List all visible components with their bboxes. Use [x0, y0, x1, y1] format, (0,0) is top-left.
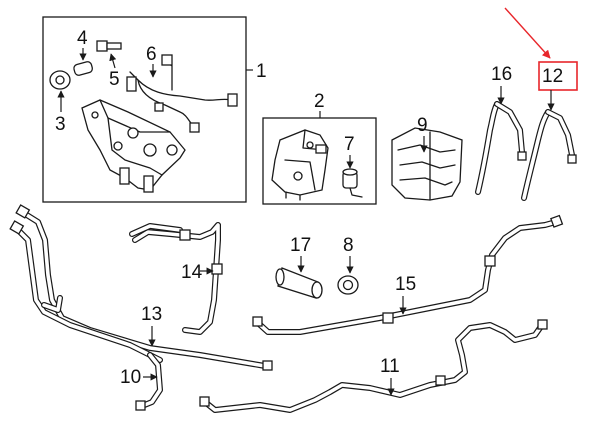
- part-7-sensor[interactable]: [342, 168, 363, 198]
- part-14-line[interactable]: [129, 222, 223, 335]
- label-3: 3: [55, 114, 66, 135]
- label-7: 7: [344, 134, 355, 155]
- part-17-filter[interactable]: [275, 267, 323, 299]
- part-15-line[interactable]: [252, 214, 564, 335]
- label-8: 8: [343, 235, 354, 256]
- label-14: 14: [181, 262, 203, 283]
- label-12: 12: [542, 66, 563, 87]
- label-6: 6: [146, 44, 157, 65]
- part-11-line[interactable]: [199, 319, 548, 413]
- part-10-line[interactable]: [135, 352, 163, 411]
- label-10: 10: [120, 367, 141, 388]
- valve-block[interactable]: [81, 99, 186, 193]
- part-2-pump-unit[interactable]: [271, 129, 329, 201]
- label-16: 16: [491, 64, 512, 85]
- label-5: 5: [109, 69, 120, 90]
- label-9: 9: [417, 115, 428, 136]
- part-12-pipe[interactable]: [521, 109, 577, 201]
- part-5-bolt[interactable]: [96, 40, 122, 52]
- label-2: 2: [314, 91, 325, 112]
- label-4: 4: [77, 28, 88, 49]
- part-4-sleeve[interactable]: [73, 61, 93, 76]
- label-13: 13: [141, 304, 162, 325]
- part-8-bushing[interactable]: [337, 275, 359, 295]
- highlight-box-12: [538, 61, 578, 91]
- label-1: 1: [256, 61, 267, 82]
- part-9-bracket[interactable]: [391, 127, 463, 201]
- highlight-arrow: [504, 7, 551, 59]
- hose-bundle-left[interactable]: [9, 204, 273, 371]
- label-17: 17: [290, 235, 311, 256]
- part-3-grommet[interactable]: [49, 70, 71, 90]
- label-11: 11: [380, 356, 400, 377]
- part-16-pipe[interactable]: [475, 101, 527, 195]
- callout-box-1: [42, 16, 247, 203]
- part-6-wiring-harness[interactable]: [126, 54, 238, 133]
- label-15: 15: [395, 274, 416, 295]
